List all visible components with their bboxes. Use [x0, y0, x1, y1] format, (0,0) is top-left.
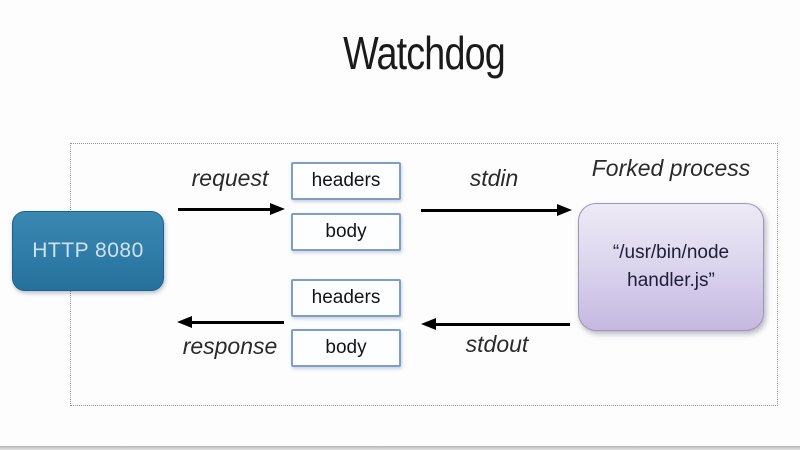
- request-body-box: body: [291, 213, 401, 251]
- http-server-label: HTTP 8080: [32, 239, 144, 262]
- response-body-box: body: [291, 329, 401, 367]
- http-server-node: HTTP 8080: [12, 211, 164, 291]
- request-headers-box: headers: [291, 162, 401, 200]
- request-headers-label: headers: [311, 170, 381, 191]
- process-command-line-2: handler.js”: [627, 270, 715, 291]
- stdin-arrow-icon: [421, 209, 558, 212]
- process-command-line-1: “/usr/bin/node: [612, 242, 730, 263]
- request-arrow-icon: [178, 208, 271, 211]
- request-body-label: body: [325, 221, 367, 242]
- forked-process-title: Forked process: [591, 155, 751, 181]
- forked-process-node: “/usr/bin/node handler.js”: [578, 203, 764, 331]
- response-label: response: [182, 333, 278, 359]
- response-headers-label: headers: [311, 287, 381, 308]
- response-arrow-icon: [191, 321, 284, 324]
- response-headers-box: headers: [291, 279, 401, 317]
- request-label: request: [191, 165, 269, 191]
- response-body-label: body: [325, 337, 367, 358]
- stdout-label: stdout: [465, 331, 529, 357]
- stdout-arrow-icon: [435, 323, 570, 326]
- bottom-edge-strip: [0, 446, 800, 450]
- stdin-label: stdin: [469, 165, 519, 191]
- page-title: Watchdog: [343, 27, 506, 79]
